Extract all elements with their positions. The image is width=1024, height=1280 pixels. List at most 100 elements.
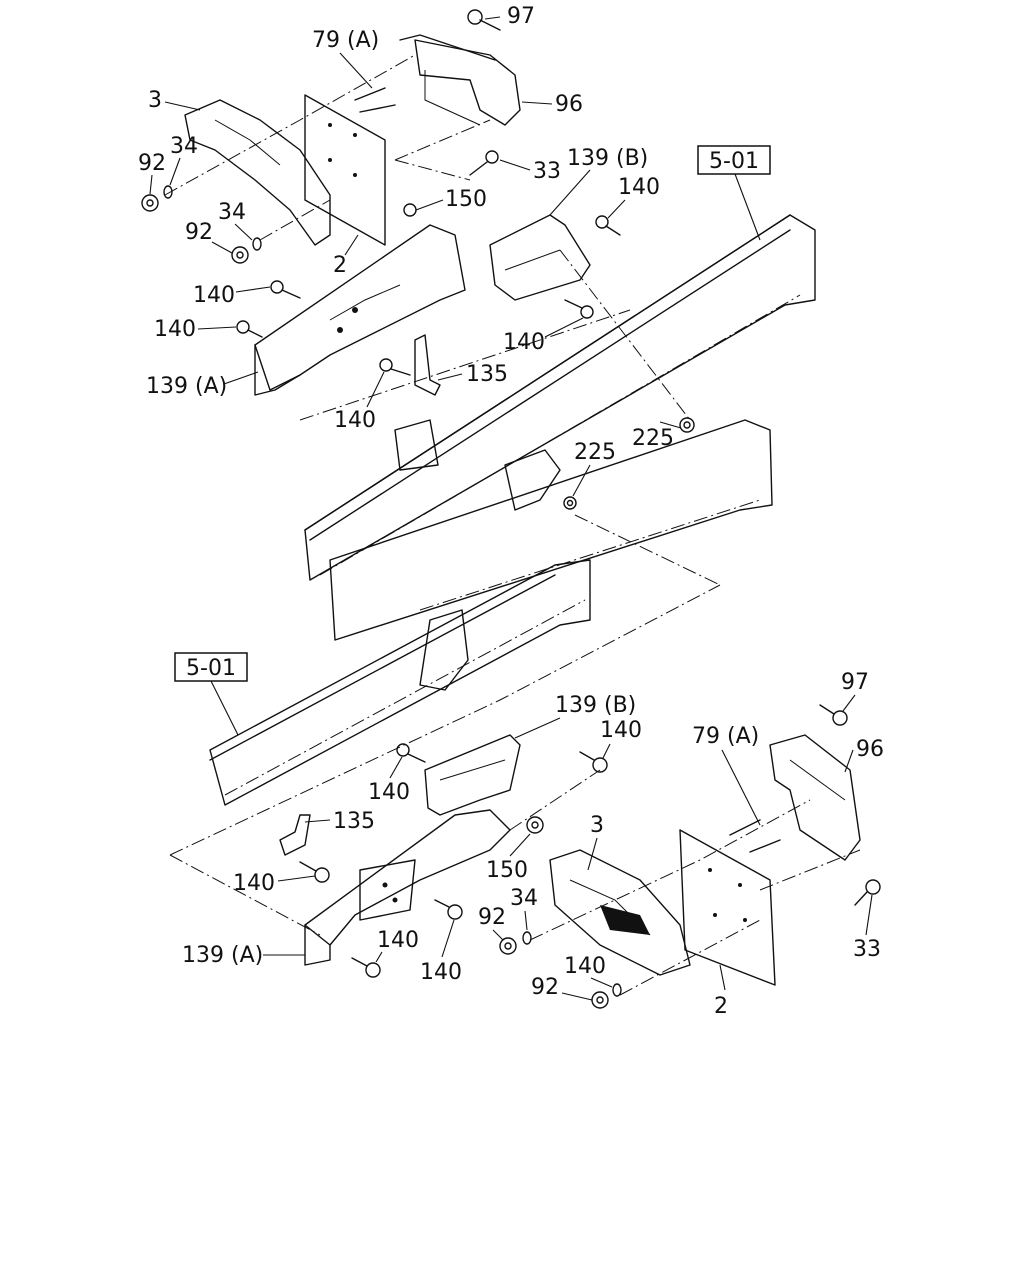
lower-frame-rail bbox=[209, 559, 591, 806]
callout-140-lower-1: 140 bbox=[368, 780, 410, 805]
reference-label-lower: 5-01 bbox=[186, 656, 236, 681]
upper-axis-line-2 bbox=[394, 119, 491, 161]
callout-139a-lower: 139 (A) bbox=[182, 943, 263, 968]
washer-34-lower-1 bbox=[522, 931, 532, 945]
reference-box-lower: 5-01 bbox=[174, 652, 248, 736]
callout-140-upper-2: 140 bbox=[193, 283, 235, 308]
bolt-140-lower-1 bbox=[396, 743, 426, 763]
callout-34-upper-1: 34 bbox=[170, 134, 198, 159]
callout-139a-upper: 139 (A) bbox=[146, 374, 227, 399]
nut-150-lower bbox=[526, 816, 544, 834]
nut-92-upper-2 bbox=[231, 246, 249, 264]
lower-strap-135 bbox=[279, 814, 311, 856]
callout-139b-lower: 139 (B) bbox=[555, 693, 636, 718]
lower-axis-line-5 bbox=[759, 849, 861, 891]
washer-34-lower-2 bbox=[612, 983, 622, 997]
bolt-33-lower bbox=[854, 879, 881, 906]
lower-bracket-139a bbox=[304, 809, 511, 966]
callout-34-lower-1: 34 bbox=[510, 886, 538, 911]
bolt-79a-lower bbox=[729, 819, 781, 853]
upper-bracket-96 bbox=[399, 34, 521, 126]
callout-150-lower: 150 bbox=[486, 858, 528, 883]
lower-bracket-96 bbox=[769, 734, 861, 861]
reference-box-upper: 5-01 bbox=[697, 145, 771, 241]
washer-34-upper-1 bbox=[163, 185, 173, 199]
callout-135-lower: 135 bbox=[333, 809, 375, 834]
callout-92-upper-1: 92 bbox=[138, 151, 166, 176]
callout-96-upper: 96 bbox=[555, 92, 583, 117]
bolt-97-upper bbox=[467, 9, 501, 31]
callout-2-upper: 2 bbox=[333, 253, 347, 278]
nut-225-upper-2 bbox=[563, 496, 577, 510]
nut-225-upper-1 bbox=[679, 417, 695, 433]
bolt-97-lower bbox=[819, 704, 848, 726]
upper-bracket-3 bbox=[184, 99, 331, 246]
bolt-140-lower-4 bbox=[434, 899, 463, 920]
lower-callouts: 97 139 (B) 140 79 (A) 96 140 135 3 140 1… bbox=[182, 670, 884, 1019]
bolt-79a-upper bbox=[354, 87, 396, 113]
nut-150-upper bbox=[403, 203, 417, 217]
callout-33-lower: 33 bbox=[853, 937, 881, 962]
callout-140-upper-4: 140 bbox=[503, 330, 545, 355]
callout-139b-upper: 139 (B) bbox=[567, 146, 648, 171]
callout-140-lower-5: 140 bbox=[377, 928, 419, 953]
bolt-140-lower-3 bbox=[299, 861, 330, 883]
callout-96-lower: 96 bbox=[856, 737, 884, 762]
callout-92-upper-2: 92 bbox=[185, 220, 213, 245]
lower-axis-line-6 bbox=[509, 769, 601, 831]
reference-label-upper: 5-01 bbox=[709, 149, 759, 174]
lower-axis-line-4 bbox=[619, 919, 761, 996]
lower-axis-line-1 bbox=[169, 584, 721, 856]
nut-92-upper-1 bbox=[141, 194, 159, 212]
upper-bracket-139a bbox=[254, 224, 466, 396]
bolt-140-upper-4 bbox=[564, 299, 594, 319]
callout-79a-lower: 79 (A) bbox=[692, 724, 759, 749]
callout-33-upper: 33 bbox=[533, 159, 561, 184]
callout-92-lower-2: 92 bbox=[531, 975, 559, 1000]
callout-140-lower-4: 140 bbox=[420, 960, 462, 985]
bolt-140-lower-5 bbox=[351, 957, 381, 978]
callout-92-lower-1: 92 bbox=[478, 905, 506, 930]
upper-frame-bar bbox=[329, 419, 773, 641]
upper-strap-135 bbox=[414, 334, 441, 396]
upper-bracket-139b bbox=[489, 214, 591, 301]
washer-34-upper-2 bbox=[252, 237, 262, 251]
nut-92-lower-1 bbox=[499, 937, 517, 955]
callout-97-upper: 97 bbox=[507, 4, 535, 29]
lower-axis-line-3 bbox=[529, 799, 811, 941]
callout-140-lower-3: 140 bbox=[233, 871, 275, 896]
callout-34-lower-2: 140 bbox=[564, 954, 606, 979]
callout-140-upper-1: 140 bbox=[618, 175, 660, 200]
bolt-33-upper bbox=[469, 150, 499, 176]
bolt-140-lower-2 bbox=[579, 751, 608, 773]
upper-axis-line-3 bbox=[259, 199, 331, 241]
callout-225-upper-2: 225 bbox=[574, 440, 616, 465]
callout-3-upper: 3 bbox=[148, 88, 162, 113]
callout-2-lower: 2 bbox=[714, 994, 728, 1019]
upper-plate-2 bbox=[304, 94, 386, 246]
upper-axis-line-1 bbox=[164, 54, 416, 196]
nut-92-lower-2 bbox=[591, 991, 609, 1009]
bolt-140-upper-3 bbox=[236, 320, 263, 338]
lower-plate-2 bbox=[679, 829, 776, 986]
upper-axis-line-7 bbox=[394, 159, 471, 181]
callout-140-lower-2: 140 bbox=[600, 718, 642, 743]
callout-140-upper-3: 140 bbox=[154, 317, 196, 342]
lower-bracket-139b bbox=[424, 734, 521, 816]
callout-150-upper: 150 bbox=[445, 187, 487, 212]
callout-97-lower: 97 bbox=[841, 670, 869, 695]
callout-135-upper: 135 bbox=[466, 362, 508, 387]
upper-frame-rail bbox=[304, 214, 816, 581]
upper-axis-line-5 bbox=[299, 309, 631, 421]
upper-axis-line-4 bbox=[559, 249, 691, 421]
callout-225-upper-1: 225 bbox=[632, 426, 674, 451]
lower-axis-line-2 bbox=[169, 854, 321, 936]
callout-140-upper-5: 140 bbox=[334, 408, 376, 433]
callout-34-upper-2: 34 bbox=[218, 200, 246, 225]
upper-callouts: 97 79 (A) 96 3 34 92 33 139 (B) 140 150 … bbox=[138, 4, 682, 497]
bolt-140-upper-2 bbox=[270, 280, 301, 299]
lower-bracket-3 bbox=[549, 849, 691, 976]
callout-79a-upper: 79 (A) bbox=[312, 28, 379, 53]
